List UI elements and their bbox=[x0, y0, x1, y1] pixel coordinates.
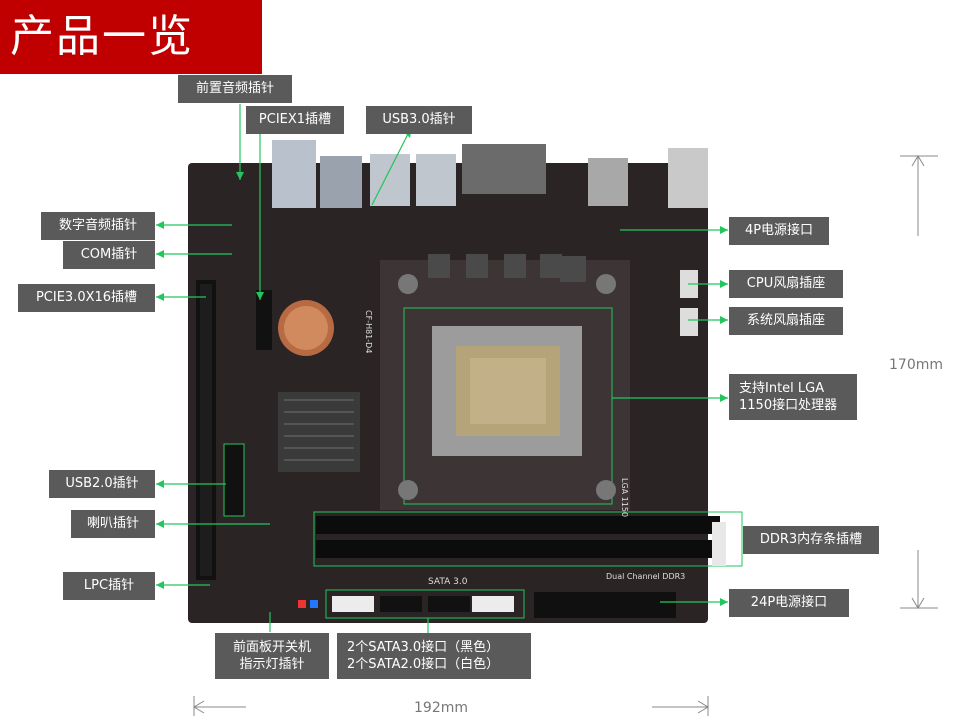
heatsink-fins bbox=[284, 399, 354, 461]
label-sata-line1: 2个SATA3.0接口（黑色） bbox=[347, 640, 500, 655]
atx-24p-connector bbox=[534, 592, 676, 618]
label-speaker: 喇叭插针 bbox=[71, 510, 155, 538]
sata-ports bbox=[325, 589, 525, 619]
label-front-panel-line1: 前面板开关机 bbox=[232, 640, 311, 655]
board-lga-text: LGA 1150 bbox=[620, 478, 629, 517]
label-sata-line2: 2个SATA2.0接口（白色） bbox=[347, 657, 500, 672]
width-dimension-label: 192mm bbox=[414, 700, 468, 716]
label-cpu-socket-line1: 支持Intel LGA bbox=[739, 381, 825, 396]
fan-headers bbox=[680, 270, 698, 336]
front-panel-pins bbox=[298, 600, 318, 608]
label-lpc: LPC插针 bbox=[63, 572, 155, 600]
board-sata-text: SATA 3.0 bbox=[428, 577, 468, 587]
label-front-panel-line2: 指示灯插针 bbox=[239, 657, 305, 672]
pcie-x16-slot bbox=[196, 280, 216, 580]
width-dimension bbox=[193, 696, 709, 716]
cpu-socket bbox=[380, 260, 630, 510]
label-power24p: 24P电源接口 bbox=[729, 589, 849, 617]
label-sys-fan: 系统风扇插座 bbox=[729, 307, 843, 335]
label-cpu-socket: 支持Intel LGA 1150接口处理器 bbox=[729, 374, 857, 420]
height-dimension bbox=[900, 155, 938, 609]
label-cpu-fan: CPU风扇插座 bbox=[729, 270, 843, 298]
label-usb20: USB2.0插针 bbox=[49, 470, 155, 498]
label-power4p: 4P电源接口 bbox=[729, 217, 829, 245]
label-cpu-socket-line2: 1150接口处理器 bbox=[739, 398, 838, 413]
leader-arrowheads bbox=[156, 126, 728, 606]
label-sata: 2个SATA3.0接口（黑色） 2个SATA2.0接口（白色） bbox=[337, 633, 531, 679]
label-pciex1: PCIEX1插槽 bbox=[246, 106, 344, 134]
height-dimension-label: 170mm bbox=[889, 357, 943, 373]
label-pcie16: PCIE3.0X16插槽 bbox=[18, 284, 155, 312]
label-com: COM插针 bbox=[63, 241, 155, 269]
usb20-header bbox=[223, 443, 245, 517]
board-ddr-text: Dual Channel DDR3 bbox=[606, 572, 685, 581]
label-ddr3: DDR3内存条插槽 bbox=[743, 526, 879, 554]
vrm-chokes bbox=[428, 254, 586, 282]
board-model-text: CF-H81-D4 bbox=[364, 310, 373, 353]
label-usb30: USB3.0插针 bbox=[366, 106, 472, 134]
chipset-heatsink bbox=[278, 392, 360, 472]
label-front-audio: 前置音频插针 bbox=[178, 75, 292, 103]
pcie-x1-slot bbox=[256, 290, 272, 350]
rear-io-ports bbox=[272, 140, 708, 208]
page-title: 产品一览 bbox=[0, 0, 262, 74]
label-front-panel: 前面板开关机 指示灯插针 bbox=[215, 633, 329, 679]
ddr3-slots bbox=[313, 511, 743, 567]
cmos-battery-top bbox=[284, 306, 328, 350]
leader-lines bbox=[156, 104, 728, 634]
label-digital-audio: 数字音频插针 bbox=[41, 212, 155, 240]
